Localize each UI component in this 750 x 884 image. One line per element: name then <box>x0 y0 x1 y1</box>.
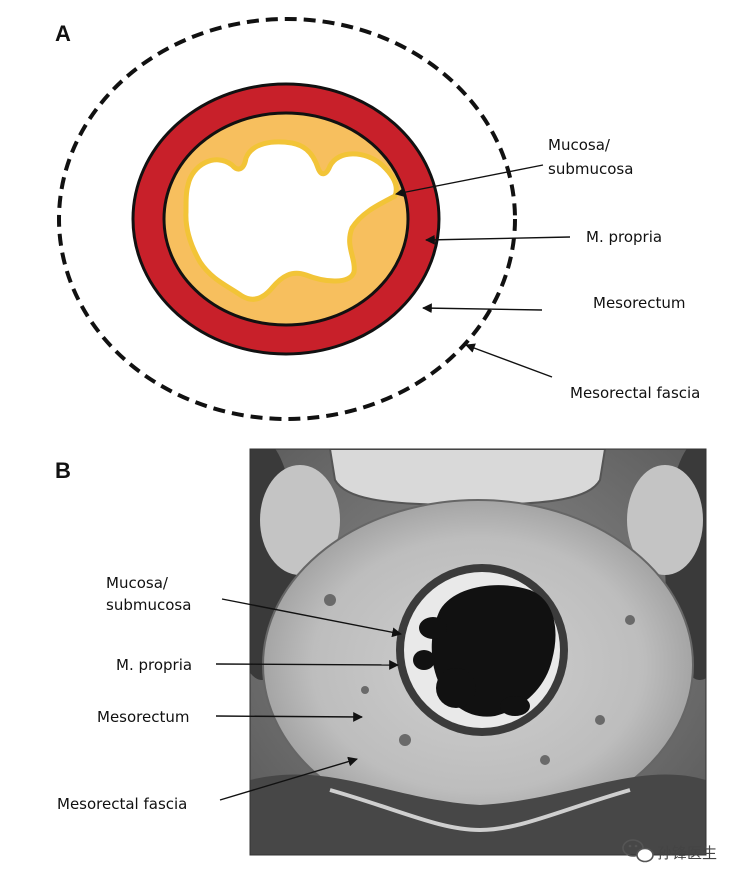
label-b-mucosa-line2: submucosa <box>106 596 191 614</box>
watermark-text: 孙锋医生 <box>657 844 717 862</box>
arrow-a-propria <box>425 234 571 245</box>
panel-b: B <box>55 448 707 856</box>
watermark: 孙锋医生 <box>622 839 717 863</box>
arrow-a-mesorectum <box>422 303 543 314</box>
mri-image <box>250 449 706 855</box>
label-b-fascia: Mesorectal fascia <box>57 795 187 813</box>
lumen-mucosa <box>183 139 399 302</box>
label-b-mucosa-line1: Mucosa/ <box>106 574 169 592</box>
arrow-a-mucosa <box>395 164 544 198</box>
panel-a: A Mucosa/ submucosa M. propria Mesorectu… <box>55 17 700 421</box>
label-a-mesorectum: Mesorectum <box>593 294 685 312</box>
mesorectal-fascia-outline <box>57 17 517 421</box>
label-a-mucosa-line1: Mucosa/ <box>548 136 611 154</box>
arrow-b-fascia <box>219 756 358 801</box>
label-a-propria: M. propria <box>586 228 662 246</box>
label-b-propria: M. propria <box>116 656 192 674</box>
arrow-b-propria <box>215 660 399 670</box>
arrow-b-mucosa <box>221 598 402 638</box>
label-b-mesorectum: Mesorectum <box>97 708 189 726</box>
panel-b-letter: B <box>55 458 71 483</box>
label-a-fascia: Mesorectal fascia <box>570 384 700 402</box>
arrow-b-mesorectum <box>215 712 363 722</box>
mri-border <box>249 448 707 856</box>
arrow-a-fascia <box>465 343 553 378</box>
wechat-icon <box>622 839 654 863</box>
label-a-mucosa-line2: submucosa <box>548 160 633 178</box>
panel-a-letter: A <box>55 21 71 46</box>
